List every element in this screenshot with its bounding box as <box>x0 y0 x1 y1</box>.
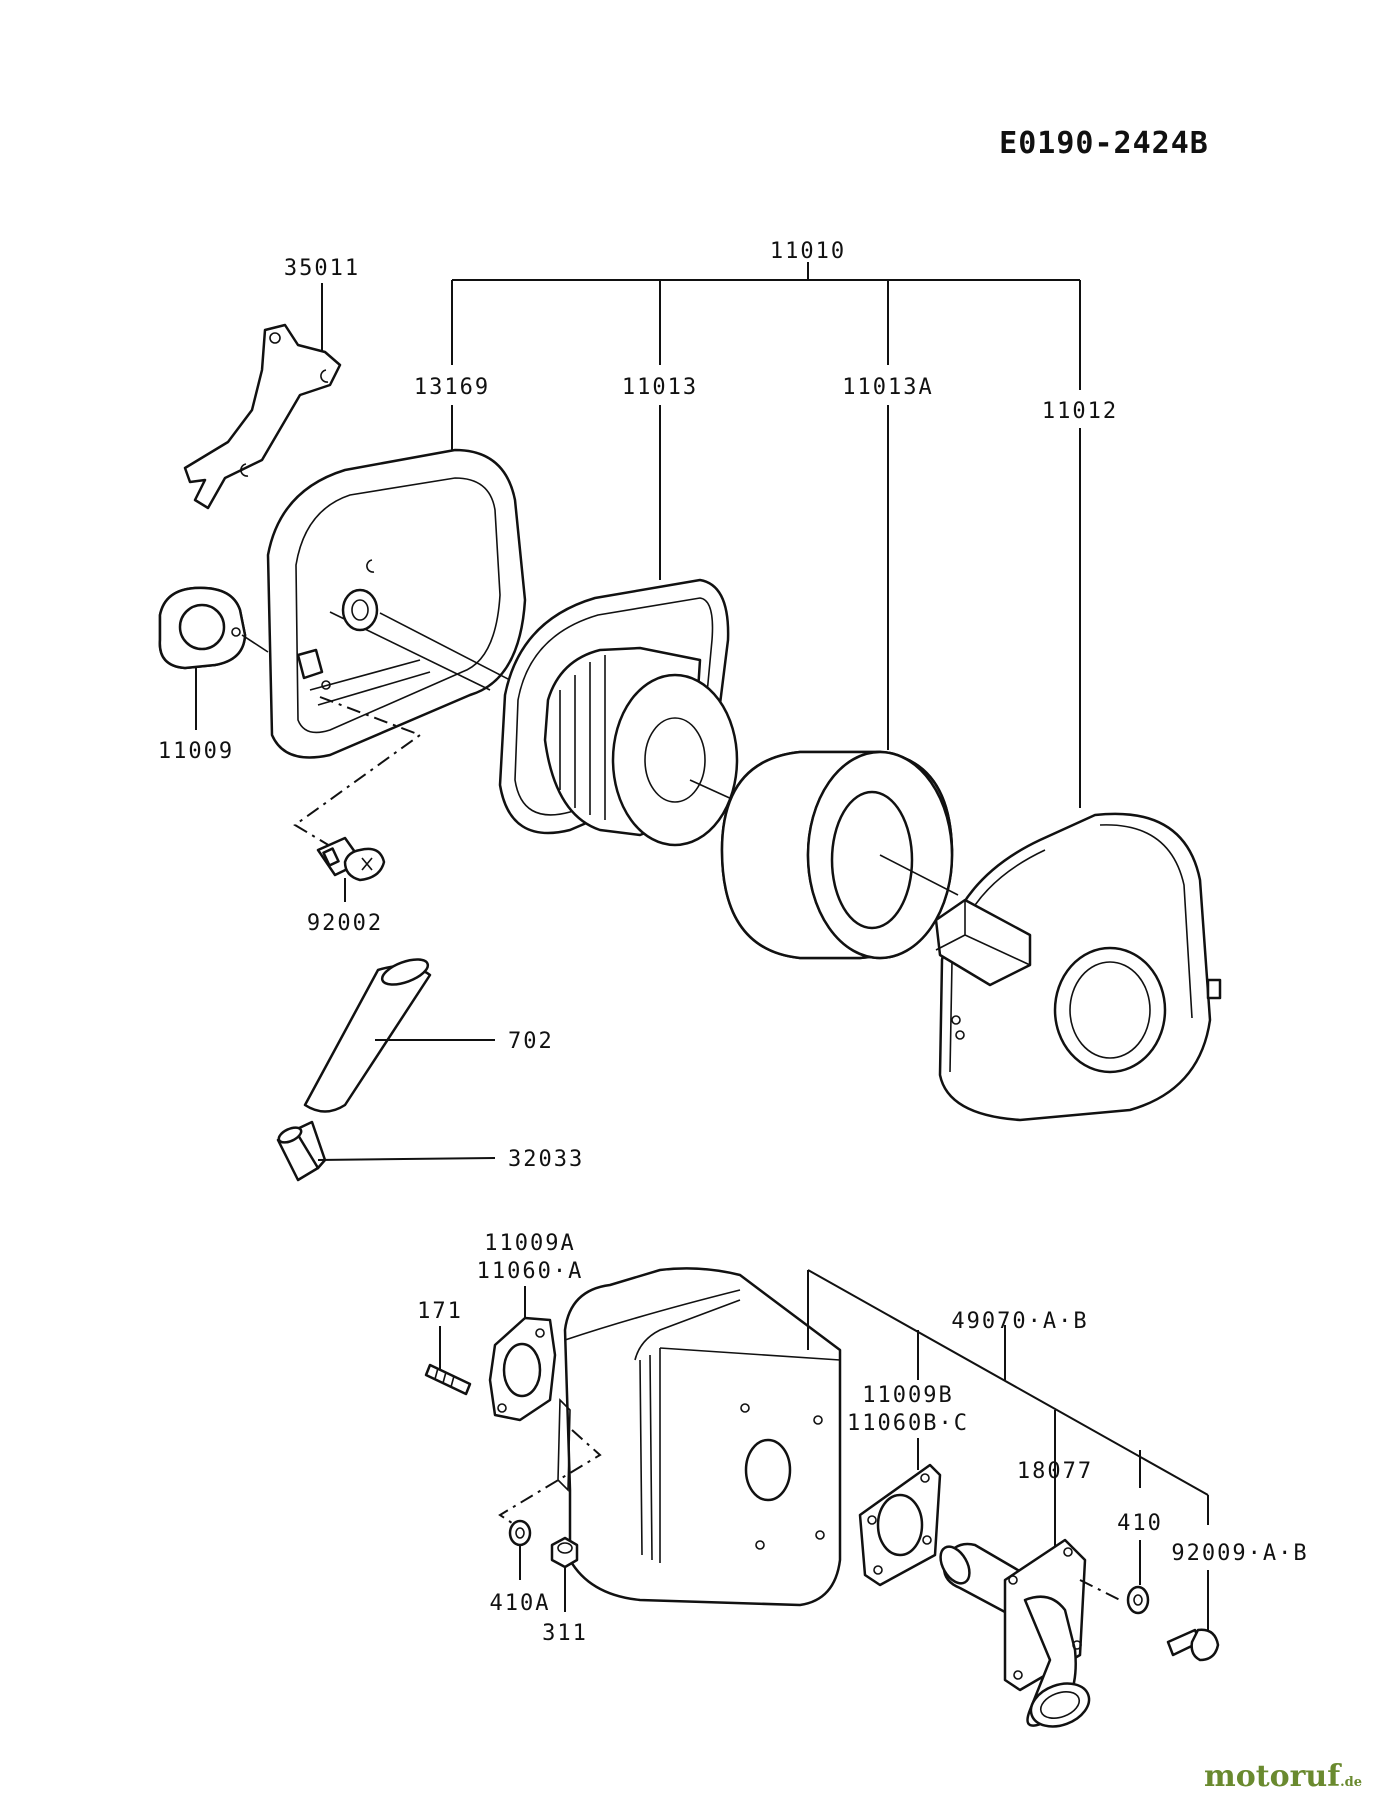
drawing-code: E0190-2424B <box>999 126 1209 161</box>
label-11009: 11009 <box>158 739 234 764</box>
label-35011: 35011 <box>284 256 360 281</box>
gasket-11009a <box>488 1316 557 1422</box>
label-11013a: 11013A <box>842 375 933 400</box>
choke-bracket-35011 <box>183 323 342 510</box>
watermark-text: motoruf <box>1203 1759 1341 1794</box>
label-410: 410 <box>1117 1511 1163 1536</box>
air-cleaner-case-13169 <box>266 448 527 759</box>
label-11012: 11012 <box>1042 399 1118 424</box>
foam-precleaner-11013a <box>720 750 954 960</box>
watermark-suffix: .de <box>1340 1775 1362 1790</box>
label-92002: 92002 <box>307 911 383 936</box>
label-11009b: 11009B <box>862 1383 953 1408</box>
hose-clamp-32033 <box>276 1120 327 1182</box>
label-49070: 49070·A·B <box>951 1309 1088 1334</box>
breather-hose-702 <box>303 958 432 1113</box>
label-11009a: 11009A <box>484 1231 575 1256</box>
label-11060bc: 11060B·C <box>847 1411 969 1436</box>
paper-element-11013 <box>498 578 739 847</box>
gasket-11009b <box>858 1463 942 1587</box>
stud-171 <box>424 1363 472 1396</box>
label-11010: 11010 <box>770 239 846 264</box>
muffler-body <box>557 1267 842 1607</box>
nut-311 <box>550 1536 579 1569</box>
label-171: 171 <box>417 1299 463 1324</box>
label-11013: 11013 <box>622 375 698 400</box>
label-410a: 410A <box>490 1591 551 1616</box>
gasket-11009 <box>158 586 247 670</box>
label-11060a: 11060·A <box>477 1259 584 1284</box>
bolt-92009 <box>1166 1628 1220 1662</box>
leader-11010 <box>451 262 1081 808</box>
label-702: 702 <box>508 1029 554 1054</box>
watermark-logo: motoruf.de <box>1204 1759 1362 1794</box>
label-311: 311 <box>542 1621 588 1646</box>
label-92009: 92009·A·B <box>1171 1541 1308 1566</box>
air-cleaner-cover-11012 <box>934 812 1222 1122</box>
exhaust-elbow-18077 <box>939 1538 1091 1728</box>
washer-410 <box>1126 1585 1150 1615</box>
bolt-92002 <box>316 836 386 882</box>
washer-410a <box>508 1519 532 1547</box>
label-32033: 32033 <box>508 1147 584 1172</box>
label-18077: 18077 <box>1017 1459 1093 1484</box>
label-13169: 13169 <box>414 375 490 400</box>
